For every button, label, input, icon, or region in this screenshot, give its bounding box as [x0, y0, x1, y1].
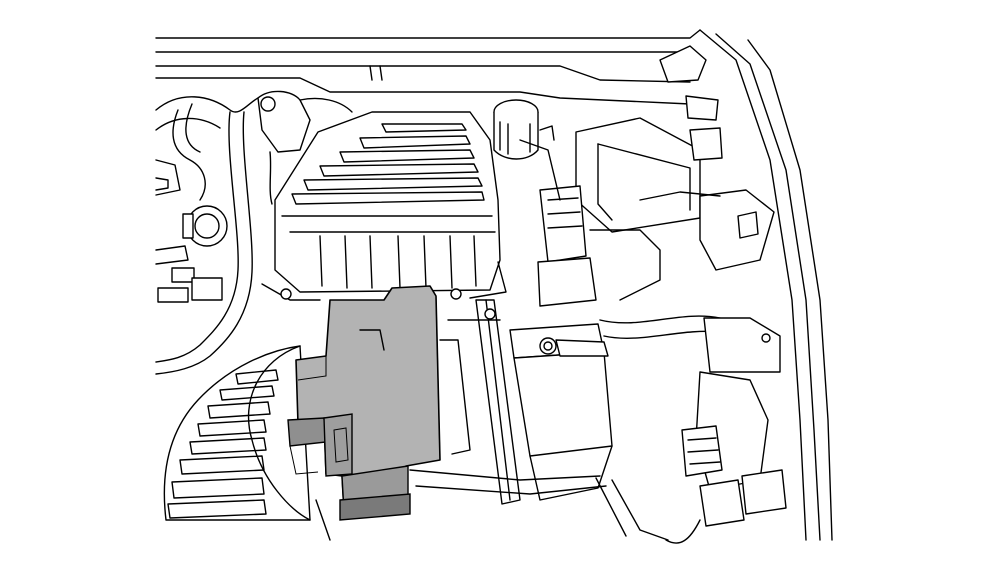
battery-cover-highlight [287, 285, 441, 521]
battery [439, 299, 613, 505]
left-sensor [155, 205, 228, 303]
intake-pipe [257, 90, 353, 205]
fuse-box [519, 117, 701, 307]
lower-frame [359, 329, 607, 495]
engine-cover [261, 111, 507, 301]
air-duct-grille [163, 345, 331, 541]
left-hoses [155, 95, 263, 375]
hood-frame [155, 29, 701, 105]
right-harness [595, 29, 833, 544]
reservoir [493, 99, 555, 160]
